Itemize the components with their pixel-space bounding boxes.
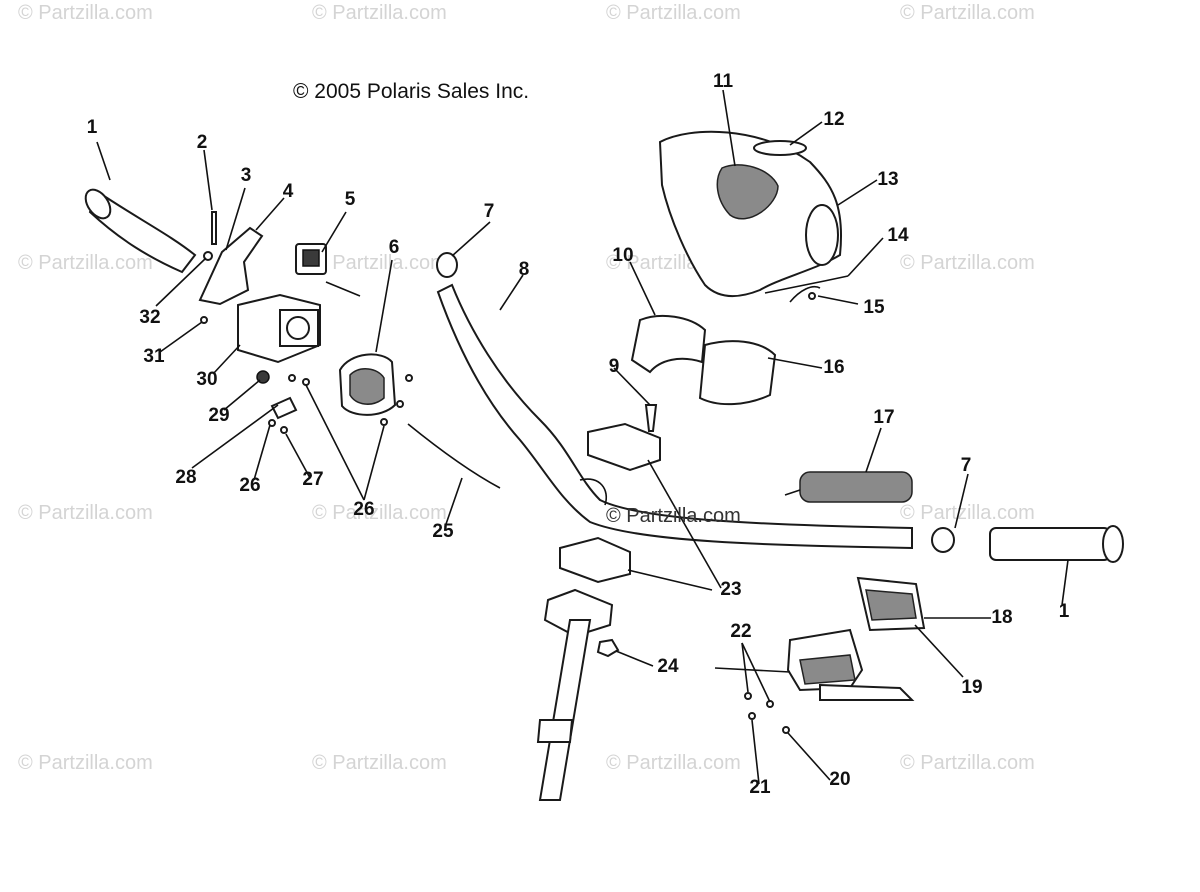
callout-20: 20 — [829, 769, 851, 790]
callout-4: 4 — [282, 181, 294, 202]
screw-part — [200, 316, 208, 324]
screw-part — [748, 712, 756, 720]
callout-31: 31 — [143, 346, 165, 367]
watermark: © Partzilla.com — [18, 2, 153, 24]
screw-part — [288, 374, 296, 382]
upper-cover-part — [630, 314, 707, 374]
callout-11: 11 — [712, 71, 734, 92]
brake-lever-part — [714, 628, 915, 701]
callout-10: 10 — [612, 245, 634, 266]
bolt-part — [644, 404, 658, 432]
callout-26-left: 26 — [239, 475, 261, 496]
bracket-part — [198, 226, 264, 306]
callout-7-left: 7 — [483, 201, 495, 222]
watermark: © Partzilla.com — [900, 502, 1035, 524]
bolt-part — [211, 211, 217, 245]
callout-8: 8 — [518, 259, 530, 280]
right-grip-part — [989, 525, 1124, 563]
cable-part — [407, 423, 501, 489]
watermark: © Partzilla.com — [606, 752, 741, 774]
watermark: © Partzilla.com — [312, 752, 447, 774]
bar-end-plug-part — [436, 252, 458, 278]
callout-30: 30 — [196, 369, 218, 390]
watermark: © Partzilla.com — [312, 2, 447, 24]
handlebar-part — [436, 283, 913, 550]
screw-part — [808, 292, 816, 300]
switch-part — [295, 243, 361, 297]
callout-6: 6 — [388, 237, 400, 258]
watermark: © Partzilla.com — [900, 252, 1035, 274]
steering-post-part — [536, 588, 614, 801]
master-cylinder-part — [856, 576, 926, 632]
screw-part — [280, 426, 288, 434]
watermark: © Partzilla.com — [18, 502, 153, 524]
watermark: © Partzilla.com — [312, 502, 447, 524]
watermark: © Partzilla.com — [900, 752, 1035, 774]
callout-16: 16 — [823, 357, 845, 378]
callout-1-right: 1 — [1058, 601, 1070, 622]
left-grip-part — [84, 188, 197, 274]
wire-part — [789, 286, 821, 303]
leader-lines — [96, 89, 1069, 785]
callout-18: 18 — [991, 607, 1013, 628]
screw-part — [302, 378, 310, 386]
wire-part — [764, 275, 849, 294]
callout-15: 15 — [863, 297, 885, 318]
callout-28: 28 — [175, 467, 197, 488]
control-housing-part — [237, 293, 321, 364]
callout-17: 17 — [873, 407, 895, 428]
bar-end-plug-part — [931, 527, 955, 553]
screw-part — [744, 692, 752, 700]
callout-19: 19 — [961, 677, 983, 698]
callout-32: 32 — [139, 307, 161, 328]
screw-part — [268, 419, 276, 427]
center-watermark: © Partzilla.com — [606, 505, 741, 527]
callout-14: 14 — [887, 225, 909, 246]
callout-13: 13 — [877, 169, 899, 190]
bar-clamp-part — [559, 422, 661, 584]
callout-2: 2 — [196, 132, 208, 153]
callout-27: 27 — [302, 469, 324, 490]
callout-21: 21 — [749, 777, 771, 798]
callout-12: 12 — [823, 109, 845, 130]
switch-housing-part — [338, 353, 413, 426]
callout-1-left: 1 — [86, 117, 98, 138]
watermark: © Partzilla.com — [18, 752, 153, 774]
handlebar-cover-part — [658, 130, 842, 298]
callout-22: 22 — [730, 621, 752, 642]
watermark: © Partzilla.com — [606, 2, 741, 24]
callout-29: 29 — [208, 405, 230, 426]
watermark: © Partzilla.com — [900, 2, 1035, 24]
callout-7-right: 7 — [960, 455, 972, 476]
callout-25: 25 — [432, 521, 454, 542]
callout-26-center: 26 — [353, 499, 375, 520]
watermark: © Partzilla.com — [18, 252, 153, 274]
callout-23: 23 — [720, 579, 742, 600]
callout-5: 5 — [344, 189, 356, 210]
lower-cover-part — [698, 340, 777, 406]
callout-3: 3 — [240, 165, 252, 186]
nut-part — [596, 638, 620, 658]
callout-24: 24 — [657, 656, 679, 677]
copyright-text: © 2005 Polaris Sales Inc. — [293, 80, 530, 103]
screw-part — [782, 726, 790, 734]
plate-part — [270, 396, 298, 420]
pad-part — [753, 140, 807, 156]
watermark: © Partzilla.com — [312, 252, 447, 274]
throttle-sleeve-part — [784, 471, 913, 503]
callout-9: 9 — [608, 356, 620, 377]
